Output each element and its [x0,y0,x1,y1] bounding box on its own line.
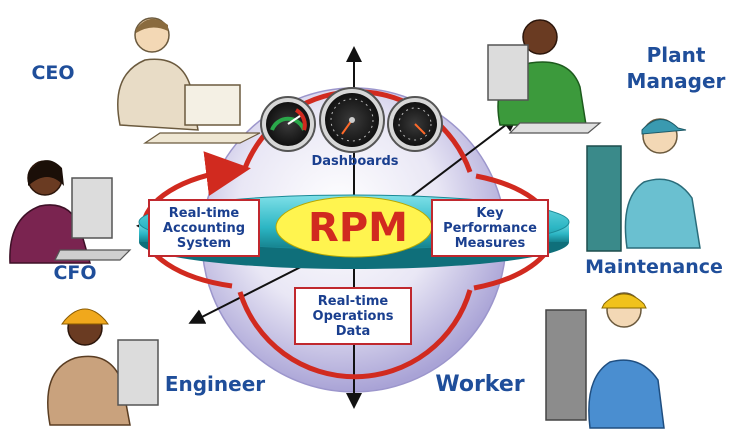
role-cfo: CFO [53,262,97,284]
role-maintenance: Maintenance [585,256,723,278]
engineer-figure-icon [47,308,159,426]
plant-manager-figure-icon [487,19,602,134]
cfo-figure-icon [9,160,132,264]
role-ceo: CEO [31,62,75,84]
ceo-figure-icon [117,17,261,144]
role-plant-manager: Plant Manager [626,43,726,93]
accounting-system-label: Real-time Accounting System [162,205,246,251]
worker-figure-icon [545,292,665,429]
gauge-icon [319,87,385,153]
gauge-icon [260,96,316,152]
accounting-system-box: Real-time Accounting System [148,199,260,257]
kpm-box: Key Performance Measures [431,199,549,257]
gauge-icon [387,96,443,152]
role-worker: Worker [435,372,525,397]
maintenance-figure-icon [586,118,701,252]
dashboards-label: Dashboards [311,154,399,169]
operations-data-label: Real-time Operations Data [312,293,394,339]
role-engineer: Engineer [164,372,266,396]
rpm-title: RPM [308,205,408,251]
operations-data-box: Real-time Operations Data [294,287,412,345]
dashboard-gauges [260,87,443,153]
kpm-label: Key Performance Measures [443,205,537,251]
